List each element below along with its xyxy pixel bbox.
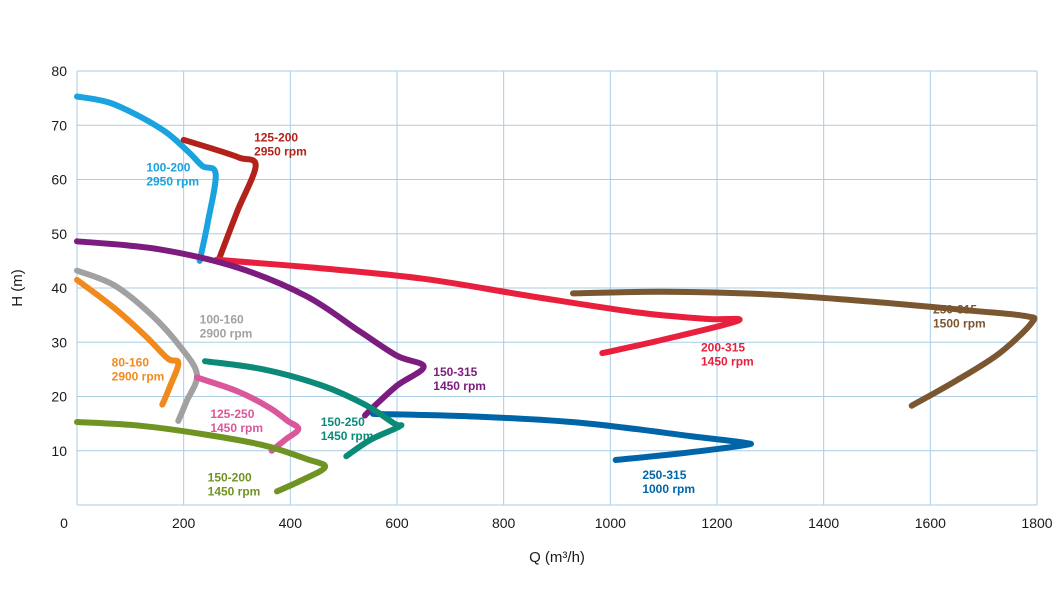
x-tick-label: 1000 bbox=[595, 515, 626, 531]
series-label-line: 125-250 bbox=[210, 407, 254, 421]
series-label-line: 1500 rpm bbox=[933, 316, 986, 330]
x-axis-title: Q (m³/h) bbox=[529, 549, 585, 566]
series-label-line: 250-315 bbox=[642, 468, 686, 482]
series-label-line: 2950 rpm bbox=[254, 145, 307, 159]
series-label-line: 1450 rpm bbox=[208, 485, 261, 499]
series-line-100-160-2900-rpm bbox=[74, 267, 201, 424]
series-label-line: 1000 rpm bbox=[642, 482, 695, 496]
series-label-line: 1450 rpm bbox=[701, 354, 754, 368]
series-line-150-315-1450-rpm bbox=[74, 238, 427, 419]
y-tick-label: 30 bbox=[51, 334, 67, 350]
axes: 0 200 400 600 800 1000 1200 1400 1600 1800 10 20 30 4… bbox=[51, 63, 1052, 531]
series-line-150-250-1450-rpm bbox=[202, 358, 405, 460]
series-label-line: 2900 rpm bbox=[112, 370, 165, 384]
series-label-line: 150-315 bbox=[433, 365, 477, 379]
y-tick-label: 60 bbox=[51, 172, 67, 188]
series-line-250-315-1500-rpm bbox=[570, 288, 1038, 409]
series-line-200-315-1450-rpm bbox=[213, 256, 743, 357]
x-tick-label: 1600 bbox=[915, 515, 946, 531]
y-tick-label: 50 bbox=[51, 226, 67, 242]
x-tick-label: 1400 bbox=[808, 515, 839, 531]
series-label-line: 1450 rpm bbox=[210, 421, 263, 435]
series-label-line: 2900 rpm bbox=[200, 326, 253, 340]
series-label-line: 1450 rpm bbox=[433, 379, 486, 393]
series-label-line: 80-160 bbox=[112, 356, 150, 370]
y-tick-label: 10 bbox=[51, 443, 67, 459]
y-tick-label: 20 bbox=[51, 389, 67, 405]
x-tick-label: 200 bbox=[172, 515, 196, 531]
series-line-125-250-1450-rpm bbox=[194, 374, 302, 454]
x-tick-label: 1800 bbox=[1021, 515, 1052, 531]
series-line-125-200-2950-rpm bbox=[180, 136, 259, 264]
series-label-line: 2950 rpm bbox=[146, 174, 199, 188]
y-axis-title: H (m) bbox=[9, 269, 26, 307]
y-tick-label: 70 bbox=[51, 117, 67, 133]
x-tick-label: 0 bbox=[60, 515, 68, 531]
series-label-line: 150-250 bbox=[321, 415, 365, 429]
y-tick-label: 40 bbox=[51, 280, 67, 296]
curves bbox=[74, 93, 1038, 495]
series-label-line: 200-315 bbox=[701, 340, 745, 354]
series-line-150-200-1450-rpm bbox=[74, 419, 328, 495]
x-tick-label: 600 bbox=[385, 515, 409, 531]
series-line-100-200-2950-rpm bbox=[74, 93, 219, 264]
series-label-line: 100-200 bbox=[146, 160, 190, 174]
series-line-80-160-2900-rpm bbox=[74, 276, 182, 408]
series-label-line: 250-315 bbox=[933, 302, 977, 316]
series-label-line: 1450 rpm bbox=[321, 429, 374, 443]
grid bbox=[76, 70, 1038, 505]
series-label-line: 125-200 bbox=[254, 131, 298, 145]
x-tick-label: 800 bbox=[492, 515, 516, 531]
series-label-line: 100-160 bbox=[200, 312, 244, 326]
x-tick-label: 400 bbox=[279, 515, 303, 531]
series-label-line: 150-200 bbox=[208, 471, 252, 485]
x-tick-label: 1200 bbox=[701, 515, 732, 531]
y-tick-label: 80 bbox=[51, 63, 67, 79]
series-line-250-315-1000-rpm bbox=[370, 410, 755, 463]
